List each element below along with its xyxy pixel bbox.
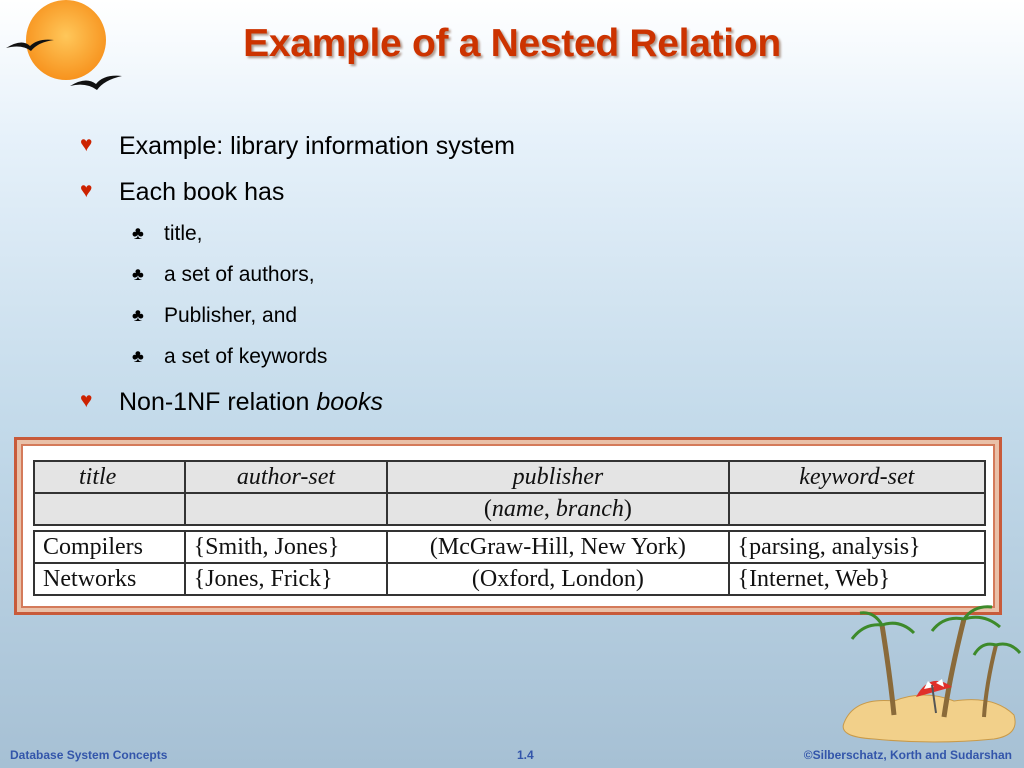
sub-bullet-text: Publisher, and <box>164 304 298 327</box>
sun-with-birds-icon <box>6 0 122 90</box>
table-row: Compilers {Smith, Jones} (McGraw-Hill, N… <box>33 530 987 564</box>
subheader-name: name <box>491 495 544 522</box>
cell-keyword-set: {Internet, Web} <box>727 562 987 596</box>
header-author-set: author-set <box>183 460 389 494</box>
sub-bullet-item: ♣ a set of keywords <box>80 345 880 386</box>
cell-author-set: {Smith, Jones} <box>183 530 389 564</box>
cell-author-set: {Jones, Frick} <box>183 562 389 596</box>
subheader-empty <box>183 492 389 526</box>
paren-open: ( <box>483 495 492 522</box>
footer-course: Database System Concepts <box>10 748 168 762</box>
cell-publisher: (Oxford, London) <box>386 562 730 596</box>
heart-bullet-icon: ♥ <box>80 133 93 156</box>
header-publisher: publisher <box>386 460 730 494</box>
subheader-publisher: (name, branch) <box>386 492 730 526</box>
club-bullet-icon: ♣ <box>132 264 144 284</box>
table-frame: title author-set publisher keyword-set (… <box>14 437 1002 615</box>
cell-title: Networks <box>33 562 186 596</box>
sub-bullet-text: a set of keywords <box>164 345 328 368</box>
bullet-text-plain: Non-1NF relation <box>119 388 317 416</box>
palm-island-icon <box>842 605 1022 743</box>
paren-close: ) <box>623 495 632 522</box>
subheader-empty <box>727 492 987 526</box>
cell-keyword-set: {parsing, analysis} <box>727 530 987 564</box>
subheader-sep: , <box>543 495 556 522</box>
sub-bullet-item: ♣ title, <box>80 222 880 263</box>
table-frame-inner: title author-set publisher keyword-set (… <box>21 444 995 608</box>
table-row: Networks {Jones, Frick} (Oxford, London)… <box>33 562 987 596</box>
bullet-text: Non-1NF relation books <box>119 388 383 417</box>
bullet-text-italic: books <box>316 388 384 416</box>
bullet-item: ♥ Each book has <box>80 176 880 222</box>
bullet-item: ♥ Example: library information system <box>80 130 880 176</box>
bullet-list: ♥ Example: library information system ♥ … <box>80 130 880 432</box>
table-gap <box>34 524 985 532</box>
sub-bullet-text: title, <box>164 222 203 245</box>
subheader-branch: branch <box>555 495 624 522</box>
header-title: title <box>33 460 186 494</box>
sub-bullet-text: a set of authors, <box>164 263 315 286</box>
sub-bullet-item: ♣ Publisher, and <box>80 304 880 345</box>
bullet-item: ♥ Non-1NF relation books <box>80 386 880 432</box>
footer-page-number: 1.4 <box>517 748 534 762</box>
sub-bullet-item: ♣ a set of authors, <box>80 263 880 304</box>
nested-relation-table: title author-set publisher keyword-set (… <box>33 460 987 596</box>
footer-copyright: ©Silberschatz, Korth and Sudarshan <box>803 748 1012 762</box>
club-bullet-icon: ♣ <box>132 305 144 325</box>
cell-title: Compilers <box>33 530 186 564</box>
cell-publisher: (McGraw-Hill, New York) <box>386 530 730 564</box>
bullet-text: Example: library information system <box>119 132 515 160</box>
subheader-empty <box>33 492 186 526</box>
gap-cell <box>34 524 985 532</box>
club-bullet-icon: ♣ <box>132 346 144 366</box>
bullet-text: Each book has <box>119 178 285 206</box>
table-subheader-row: (name, branch) <box>33 492 987 526</box>
header-keyword-set: keyword-set <box>727 460 987 494</box>
heart-bullet-icon: ♥ <box>80 389 93 412</box>
club-bullet-icon: ♣ <box>132 223 144 243</box>
slide-title: Example of a Nested Relation <box>243 22 781 65</box>
heart-bullet-icon: ♥ <box>80 179 93 202</box>
table-header-row: title author-set publisher keyword-set <box>33 460 987 494</box>
